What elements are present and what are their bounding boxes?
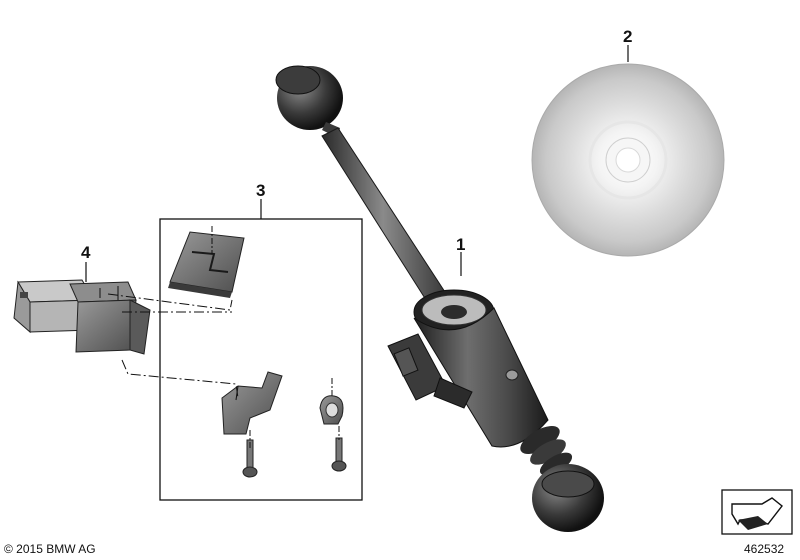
diagram-number: 462532 xyxy=(744,542,785,556)
clutch-master-cylinder xyxy=(275,65,604,532)
cd-disc xyxy=(531,63,725,257)
screw-left xyxy=(242,430,258,478)
callout-3: 3 xyxy=(256,181,265,200)
callout-1: 1 xyxy=(456,235,465,254)
assembly-lines xyxy=(107,293,239,399)
copyright-notice: © 2015 BMW AG xyxy=(4,542,96,556)
electrical-connector xyxy=(387,333,473,409)
sensor-pad xyxy=(168,226,245,298)
clutch-switch xyxy=(13,279,151,355)
clip xyxy=(319,378,344,425)
callout-4: 4 xyxy=(81,243,91,262)
callout-2: 2 xyxy=(623,27,632,46)
navigation-arrow-icon xyxy=(721,489,793,535)
mounting-bracket xyxy=(221,371,283,435)
screw-right xyxy=(331,426,347,472)
